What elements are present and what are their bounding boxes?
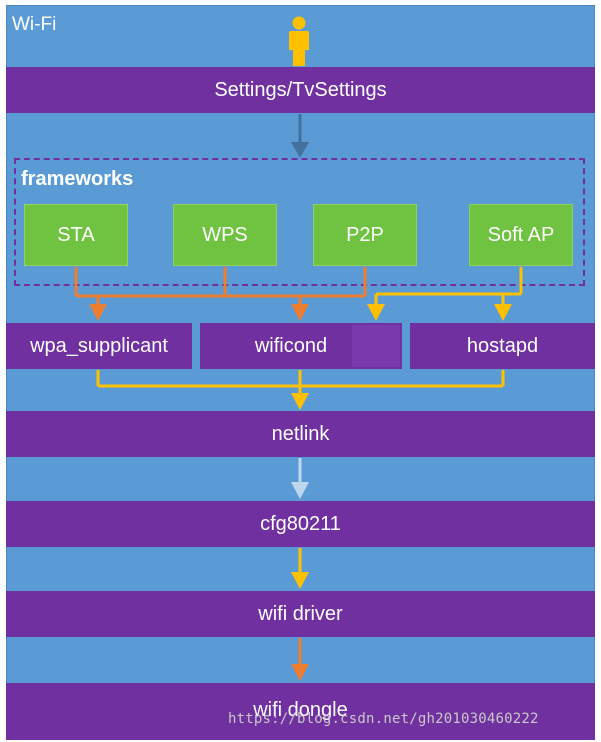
- arrowhead-yellow-to-wificond: [367, 304, 385, 321]
- arrowhead-to-wpa: [89, 304, 107, 321]
- arrowhead-netlink-to-cfg80211: [291, 482, 309, 499]
- framework-sta-label: STA: [57, 223, 95, 246]
- daemon-wificond-label: wificond: [254, 334, 328, 357]
- watermark: https://blog.csdn.net/gh201030460222: [228, 711, 539, 727]
- framework-wps: WPS: [173, 204, 277, 266]
- settings-layer: Settings/TvSettings: [6, 67, 595, 113]
- framework-p2p-label: P2P: [346, 223, 384, 246]
- framework-wps-label: WPS: [202, 223, 248, 246]
- arrowhead-to-hostapd: [494, 304, 512, 321]
- arrowhead-cfg80211-to-driver: [291, 572, 309, 589]
- arrowhead-settings-to-frameworks: [291, 142, 309, 158]
- daemon-hostapd: hostapd: [410, 323, 595, 369]
- person-icon: [289, 16, 309, 66]
- framework-softap-label: Soft AP: [487, 223, 555, 246]
- frameworks-label: frameworks: [21, 168, 134, 190]
- wifi-dongle-layer: wifi dongle: [6, 683, 595, 740]
- daemon-hostapd-label: hostapd: [466, 334, 539, 357]
- arrowhead-driver-to-dongle: [291, 664, 309, 681]
- arrowhead-orange-to-wificond: [291, 304, 309, 321]
- daemon-wpa-supplicant: wpa_supplicant: [6, 323, 192, 369]
- settings-label: Settings/TvSettings: [214, 78, 387, 101]
- wifi-dongle-label: wifi dongle: [253, 699, 348, 721]
- framework-softap: Soft AP: [469, 204, 573, 266]
- cfg80211-layer: cfg80211: [6, 501, 595, 547]
- framework-sta: STA: [24, 204, 128, 266]
- daemon-wpa-supplicant-label: wpa_supplicant: [30, 334, 168, 357]
- netlink-label: netlink: [271, 422, 330, 445]
- netlink-layer: netlink: [6, 411, 595, 457]
- frameworks-group: [14, 158, 585, 286]
- arrowhead-to-netlink: [291, 393, 309, 410]
- wifi-driver-layer: wifi driver: [6, 591, 595, 637]
- framework-p2p: P2P: [313, 204, 417, 266]
- wificond-accent: [352, 325, 400, 367]
- wifi-driver-label: wifi driver: [258, 602, 343, 625]
- diagram-title: Wi-Fi: [12, 14, 57, 35]
- cfg80211-label: cfg80211: [260, 512, 341, 535]
